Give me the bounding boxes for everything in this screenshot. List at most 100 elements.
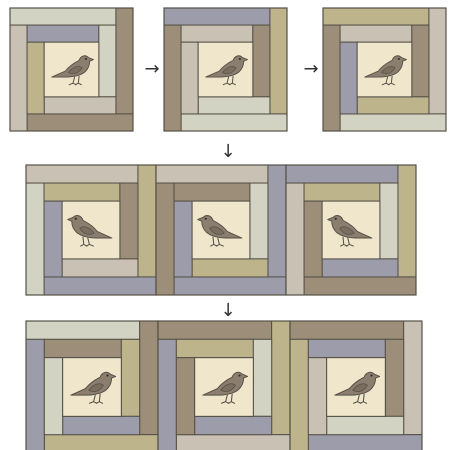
strip-bottom: [194, 415, 273, 436]
strip-left: [155, 182, 175, 296]
strip-top: [163, 7, 271, 26]
bird-icon: [51, 55, 94, 86]
bird-body: [197, 215, 243, 239]
bird-body: [67, 215, 113, 239]
bird-icon: [364, 55, 407, 86]
strip-top: [157, 320, 273, 340]
strip-right: [137, 164, 157, 278]
strip-right: [252, 24, 271, 98]
bird-body: [334, 371, 381, 396]
row3-block-3: [289, 320, 423, 450]
bird-wing: [220, 383, 236, 392]
bird-legs: [221, 393, 236, 404]
bird-body: [51, 55, 94, 78]
strip-top: [43, 182, 121, 202]
strip-left: [180, 41, 199, 115]
bird-icon: [70, 371, 117, 404]
bird-wing: [380, 66, 396, 75]
bird-legs: [222, 75, 236, 86]
strip-bottom: [62, 415, 141, 436]
strip-left: [307, 357, 328, 436]
strip-top: [173, 182, 251, 202]
strip-bottom: [43, 276, 157, 296]
bird-eye: [204, 217, 207, 220]
strip-top: [25, 164, 139, 184]
strip-top: [26, 24, 100, 43]
bird-body: [202, 371, 249, 396]
row3-block-2: [157, 320, 291, 450]
arrow-right-1: →: [144, 59, 159, 80]
strip-right: [411, 24, 430, 98]
bird-eye: [74, 217, 77, 220]
row2-block-1: [25, 164, 157, 296]
block-border: [163, 7, 288, 132]
bird-body: [70, 371, 117, 396]
strip-right: [267, 164, 287, 278]
strip-right: [403, 320, 423, 436]
strip-top: [289, 320, 405, 340]
strip-left: [43, 200, 63, 278]
bird-wing: [67, 66, 83, 75]
block-border: [285, 164, 417, 296]
strip-bottom: [61, 258, 139, 278]
strip-left: [9, 24, 28, 132]
block-border: [289, 320, 423, 450]
strip-bottom: [326, 415, 405, 436]
bird-eye: [84, 57, 87, 60]
bird-wing: [88, 383, 104, 392]
strip-bottom: [339, 113, 447, 132]
strip-top: [303, 182, 381, 202]
bird-legs: [353, 393, 368, 404]
strip-bottom: [175, 434, 291, 450]
strip-left: [25, 182, 45, 296]
strip-right: [115, 7, 134, 115]
strip-top: [285, 164, 399, 184]
arrow-down-1: ↓: [220, 141, 235, 162]
strip-left: [289, 338, 309, 450]
strip-right: [269, 7, 288, 115]
bird-wing: [209, 226, 225, 235]
strip-left: [339, 41, 358, 115]
strip-left: [157, 338, 177, 450]
strip-bottom: [356, 96, 430, 115]
bird-eye: [370, 374, 373, 377]
block-border: [322, 7, 447, 132]
bird-legs: [381, 75, 395, 86]
strip-top: [322, 7, 430, 26]
bird-eye: [106, 374, 109, 377]
bird-legs: [210, 236, 224, 247]
strip-bottom: [43, 96, 117, 115]
bird-wing: [339, 226, 355, 235]
row1-block-2: [163, 7, 288, 132]
row2-block-3: [285, 164, 417, 296]
strip-bottom: [197, 96, 271, 115]
bird-wing: [79, 226, 95, 235]
bird-icon: [197, 215, 243, 247]
row3-block-1: [25, 320, 159, 450]
strip-bottom: [43, 434, 159, 450]
bird-legs: [340, 236, 354, 247]
strip-right: [249, 182, 269, 260]
strip-left: [303, 200, 323, 278]
strip-left: [175, 357, 196, 436]
strip-bottom: [180, 113, 288, 132]
bird-body: [364, 55, 407, 78]
bird-body: [327, 215, 373, 239]
strip-top: [307, 338, 386, 359]
row1-block-1: [9, 7, 134, 132]
bird-wing: [352, 383, 368, 392]
bird-icon: [327, 215, 373, 247]
strip-right: [120, 338, 141, 417]
strip-right: [252, 338, 273, 417]
strip-top: [9, 7, 117, 26]
strip-right: [139, 320, 159, 436]
bird-body: [205, 55, 248, 78]
strip-top: [43, 338, 122, 359]
strip-left: [285, 182, 305, 296]
strip-bottom: [321, 258, 399, 278]
strip-left: [43, 357, 64, 436]
strip-right: [384, 338, 405, 417]
bird-eye: [334, 217, 337, 220]
